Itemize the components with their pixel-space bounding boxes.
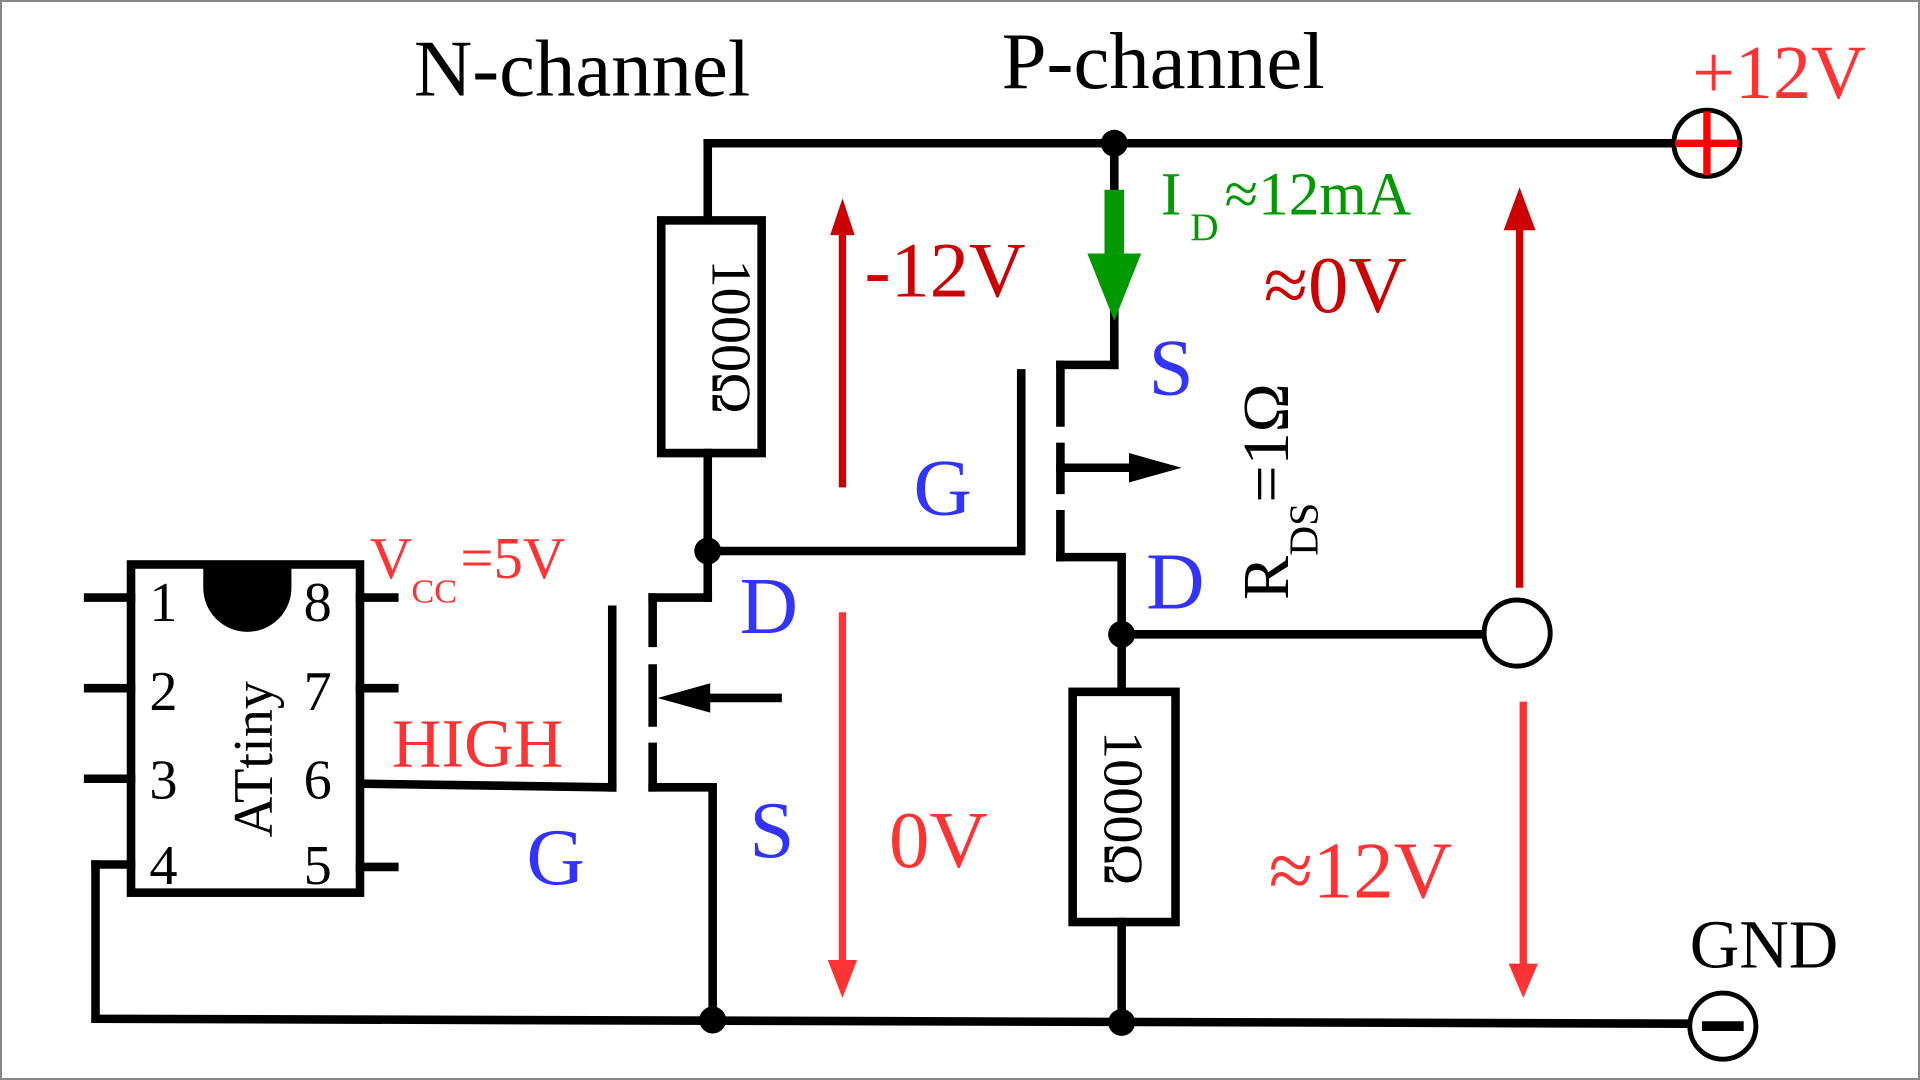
n-gate-wire (355, 779, 617, 792)
pin-number: 1 (149, 572, 177, 634)
output-terminal-icon[interactable] (1481, 597, 1553, 669)
pin-number: 5 (304, 835, 332, 897)
upper-resistor-value: 1000Ω (700, 259, 762, 413)
p-drain-label: D (1146, 538, 1204, 627)
pin-number: 6 (304, 749, 332, 811)
vcc-label: VCC=5V (370, 526, 566, 610)
p-channel-title: P-channel (1002, 17, 1325, 106)
pin-number: 4 (149, 835, 177, 897)
p-channel-mosfet (1056, 138, 1182, 639)
p-body-arrow-icon (1128, 453, 1182, 483)
vds-n-voltage-label: 0V (889, 796, 988, 885)
load-voltage-label: ≈12V (1269, 827, 1453, 916)
attiny-chip (83, 560, 399, 897)
vds-n-arrow (827, 612, 858, 998)
chip-name-label: ATtiny (223, 681, 285, 837)
vds-p-voltage-label: ≈0V (1264, 241, 1407, 330)
p-source-label: S (1149, 323, 1194, 412)
n-drain-label: D (740, 562, 798, 651)
vds-p-arrow (1503, 187, 1536, 588)
negative-terminal-icon[interactable] (1687, 990, 1759, 1062)
n-source-label: S (749, 786, 794, 875)
pin-number: 2 (149, 661, 177, 723)
high-label: HIGH (392, 706, 563, 782)
drain-current-arrow (1087, 189, 1142, 321)
ground-rail-wire (91, 860, 1697, 1028)
ground-label: GND (1690, 906, 1839, 982)
n-body-arrow-icon (657, 683, 711, 713)
n-channel-mosfet (607, 546, 782, 1025)
vgs-voltage-label: -12V (864, 226, 1025, 313)
chip-notch-icon (203, 564, 292, 632)
positive-terminal-icon[interactable] (1671, 107, 1743, 179)
n-channel-title: N-channel (414, 25, 750, 114)
p-gate-wire (703, 369, 1026, 556)
vgs-arrow (830, 198, 855, 488)
load-voltage-arrow (1508, 701, 1538, 998)
pin-number: 8 (304, 572, 332, 634)
supply-voltage-label: +12V (1692, 31, 1866, 115)
pin-number: 3 (149, 749, 177, 811)
rds-label: RDS=1Ω (1230, 383, 1327, 600)
upper-resistor (656, 216, 766, 458)
lower-resistor (1068, 687, 1180, 927)
n-gate-label: G (527, 813, 585, 902)
lower-resistor-value: 1000Ω (1091, 731, 1153, 885)
pin-number: 7 (304, 661, 332, 723)
p-gate-label: G (913, 443, 971, 532)
